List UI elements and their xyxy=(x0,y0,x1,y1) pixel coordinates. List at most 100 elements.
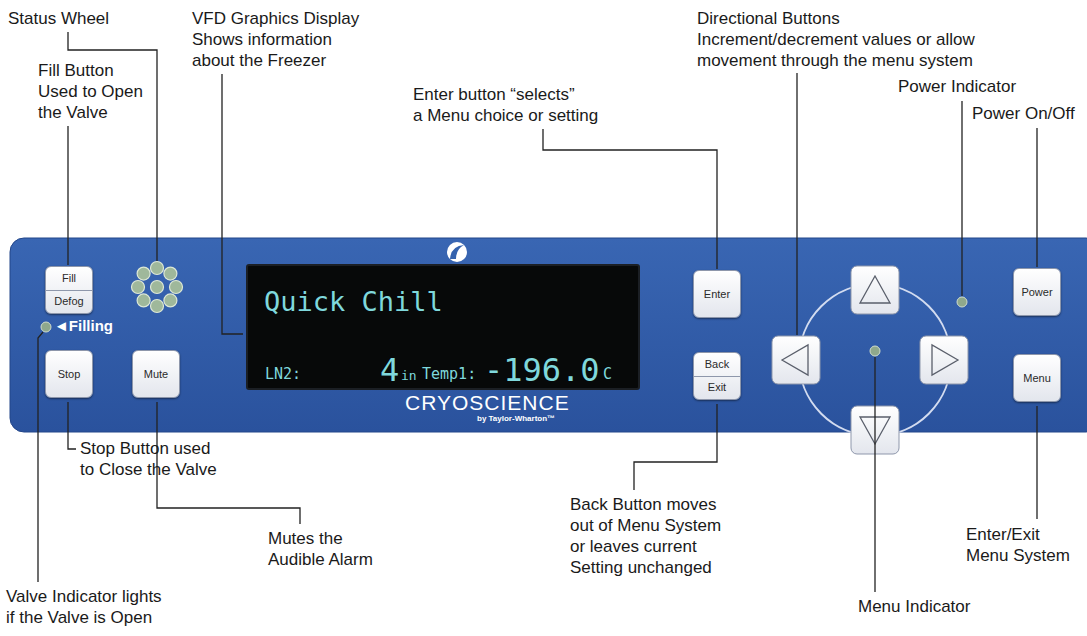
enter-button: Enter xyxy=(693,270,741,318)
label-line: or leaves current xyxy=(570,536,721,557)
vfd-display: Quick ChillLN2:4inTemp1:-196.0C xyxy=(246,264,640,390)
button-text: Mute xyxy=(144,369,168,380)
display-value: -196.0 xyxy=(484,354,600,386)
status-led xyxy=(137,294,150,307)
label-line: if the Valve is Open xyxy=(6,607,162,628)
status-led xyxy=(164,294,177,307)
label-line: Power Indicator xyxy=(898,76,1016,97)
label-line: Audible Alarm xyxy=(268,549,373,570)
right-arrow xyxy=(932,345,958,375)
panel-body xyxy=(10,238,1087,432)
status-led xyxy=(137,267,150,280)
leader-line xyxy=(1036,406,1037,519)
callout-label: Power Indicator xyxy=(898,76,1016,97)
label-line: Mutes the xyxy=(268,528,373,549)
label-line: Stop Button used xyxy=(80,438,217,459)
callout-label: Menu Indicator xyxy=(858,596,970,617)
status-led xyxy=(170,281,183,294)
leader-line xyxy=(961,101,962,296)
label-line: Back Button moves xyxy=(570,494,721,515)
status-wheel xyxy=(132,262,183,313)
button-section: Fill xyxy=(46,267,92,290)
control-panel: ◄FillingCRYOSCIENCEby Taylor-Wharton™Fil… xyxy=(10,238,1087,432)
valve-led xyxy=(41,322,51,332)
display-field: LN2: xyxy=(265,367,301,382)
brand-logo: CRYOSCIENCE xyxy=(405,392,570,413)
brand-swirl xyxy=(447,242,467,262)
button-section: Menu xyxy=(1014,355,1060,401)
label-line: the Valve xyxy=(38,102,143,123)
status-led xyxy=(164,267,177,280)
status-led xyxy=(151,281,164,294)
menu-led xyxy=(870,346,880,356)
leader-line xyxy=(222,74,243,334)
display-field: Temp1: xyxy=(422,367,476,382)
callout-label: Stop Button used to Close the Valve xyxy=(80,438,217,480)
label-line: VFD Graphics Display xyxy=(192,8,359,29)
left-button xyxy=(772,336,820,384)
label-line: Status Wheel xyxy=(8,8,109,29)
label-line: Used to Open xyxy=(38,81,143,102)
display-unit: in xyxy=(401,369,417,382)
label-line: Shows information xyxy=(192,29,359,50)
button-section: Defog xyxy=(46,290,92,314)
button-text: Exit xyxy=(708,382,726,393)
button-section: Exit xyxy=(694,376,740,400)
label-line: Enter/Exit xyxy=(966,524,1070,545)
brand-swirl-cut xyxy=(450,245,464,259)
power-button: Power xyxy=(1013,268,1061,316)
label-line: Menu Indicator xyxy=(858,596,970,617)
callout-label: Valve Indicator lights if the Valve is O… xyxy=(6,586,162,628)
button-section: Back xyxy=(694,353,740,376)
button-text: Defog xyxy=(54,296,83,307)
mute-button: Mute xyxy=(132,350,180,398)
back-button: BackExit xyxy=(693,352,741,400)
up-arrow xyxy=(860,276,890,303)
label-line: a Menu choice or setting xyxy=(413,105,598,126)
callout-label: Fill Button Used to Open the Valve xyxy=(38,60,143,123)
up-button xyxy=(851,266,899,314)
button-text: Stop xyxy=(58,369,81,380)
status-led xyxy=(132,281,145,294)
status-led xyxy=(151,300,164,313)
direction-arrows xyxy=(782,276,958,444)
callout-label: Enter/Exit Menu System xyxy=(966,524,1070,566)
label-line: Menu System xyxy=(966,545,1070,566)
button-text: Menu xyxy=(1023,373,1051,384)
display-mode: Quick Chill xyxy=(264,288,443,315)
fill-button: FillDefog xyxy=(45,266,93,314)
left-arrow xyxy=(782,345,808,375)
button-section: Stop xyxy=(46,351,92,397)
label-line: Setting unchanged xyxy=(570,557,721,578)
leader-line xyxy=(796,73,797,335)
button-section: Mute xyxy=(133,351,179,397)
display-unit: C xyxy=(603,367,612,382)
callout-label: Mutes the Audible Alarm xyxy=(268,528,373,570)
label-line: Enter button “selects” xyxy=(413,84,598,105)
right-button xyxy=(920,336,968,384)
menu-button: Menu xyxy=(1013,354,1061,402)
label-line: movement through the menu system xyxy=(697,50,975,71)
button-text: Fill xyxy=(62,273,76,284)
button-section: Power xyxy=(1014,269,1060,315)
brand-subtitle: by Taylor-Wharton™ xyxy=(477,415,555,423)
callout-label: Status Wheel xyxy=(8,8,109,29)
button-text: Back xyxy=(705,359,729,370)
direction-buttons xyxy=(772,266,968,454)
button-text: Enter xyxy=(704,289,730,300)
label-line: Power On/Off xyxy=(972,103,1075,124)
leader-line xyxy=(543,129,717,269)
leader-line xyxy=(38,332,43,582)
leader-line xyxy=(1036,128,1037,267)
callout-label: Enter button “selects” a Menu choice or … xyxy=(413,84,598,126)
callout-label: Directional Buttons Increment/decrement … xyxy=(697,8,975,71)
callout-label: Power On/Off xyxy=(972,103,1075,124)
label-line: Valve Indicator lights xyxy=(6,586,162,607)
stop-button: Stop xyxy=(45,350,93,398)
callout-label: VFD Graphics Display Shows information a… xyxy=(192,8,359,71)
label-line: Directional Buttons xyxy=(697,8,975,29)
callout-label: Back Button moves out of Menu System or … xyxy=(570,494,721,578)
button-text: Power xyxy=(1021,287,1052,298)
label-line: out of Menu System xyxy=(570,515,721,536)
